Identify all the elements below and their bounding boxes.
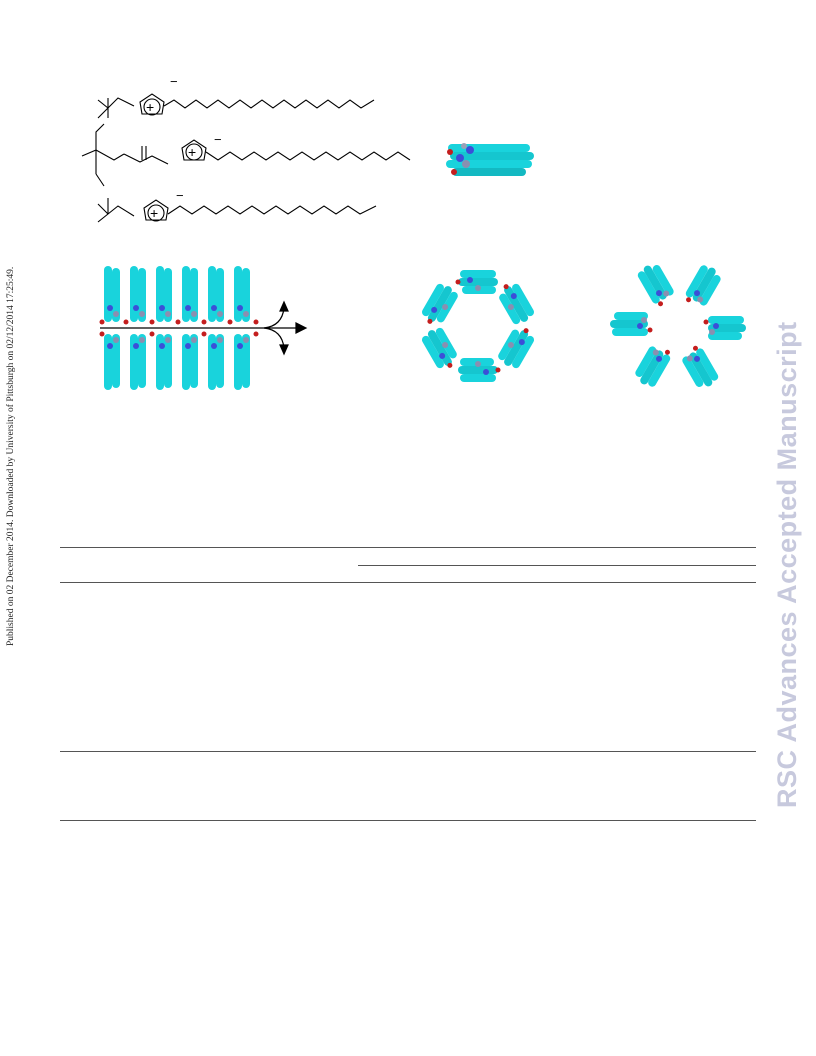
- rod-bundle: [685, 265, 721, 306]
- methacrylate-arm-top: [97, 97, 135, 119]
- anion-charge-middle: −: [214, 132, 222, 147]
- monomer-spacefill-model: [446, 143, 534, 176]
- dodecyl-chain-top: [163, 99, 375, 109]
- table-header-rule: [60, 582, 756, 583]
- rod-bundle: [458, 358, 501, 382]
- hexagonal-assembly-open: [421, 270, 535, 382]
- dodecyl-chain-middle: [205, 151, 411, 161]
- watermark-text: RSC Advances Accepted Manuscript: [772, 321, 802, 808]
- imidazolium-ring-top: [139, 93, 165, 115]
- rod-bundle: [703, 316, 746, 340]
- rod-bundle: [635, 346, 671, 387]
- propagation-arrows: [100, 300, 308, 356]
- imidazolium-ring-bottom: [143, 199, 169, 221]
- table-bottom-rule: [60, 820, 756, 821]
- dodecyl-chain-bottom: [167, 205, 377, 215]
- rod-bundle: [610, 312, 653, 336]
- lower-monolayer: [104, 334, 250, 390]
- table-top-rule: [60, 547, 756, 548]
- cation-charge-top: [143, 98, 161, 116]
- hexagonal-assembly-closed: [610, 265, 746, 387]
- cation-plus-bottom: +: [150, 205, 158, 221]
- rod-bundle: [637, 265, 674, 307]
- rod-bundle: [682, 345, 719, 387]
- publication-note-text: Published on 02 December 2014. Downloade…: [6, 266, 16, 646]
- interface-oxygens: [99, 319, 259, 337]
- publication-note: Published on 02 December 2014. Downloade…: [6, 218, 20, 646]
- anion-charge-bottom: −: [176, 188, 184, 203]
- rod-bundle: [455, 270, 498, 294]
- table-subheader-rule: [358, 565, 756, 566]
- imidazolium-ring-middle: [181, 139, 207, 161]
- anion-charge-top: −: [170, 74, 178, 89]
- chemical-structure-scheme: − − − + + +: [81, 74, 411, 223]
- cation-plus-top: +: [146, 99, 154, 115]
- cation-plus-middle: +: [188, 144, 196, 160]
- rod-bundle: [499, 283, 535, 325]
- journal-watermark: RSC Advances Accepted Manuscript: [770, 246, 806, 808]
- rod-bundle: [421, 327, 457, 369]
- rod-bundle: [421, 283, 458, 324]
- rod-bundle: [498, 328, 535, 369]
- quaternary-core: [81, 123, 105, 157]
- methacrylate-arm-bottom: [97, 205, 135, 223]
- cation-charge-bottom: [147, 204, 165, 222]
- upper-monolayer: [104, 266, 250, 322]
- table-section-rule: [60, 751, 756, 752]
- cation-charge-middle: [185, 143, 203, 161]
- lamellar-assembly-diagram: [99, 266, 308, 390]
